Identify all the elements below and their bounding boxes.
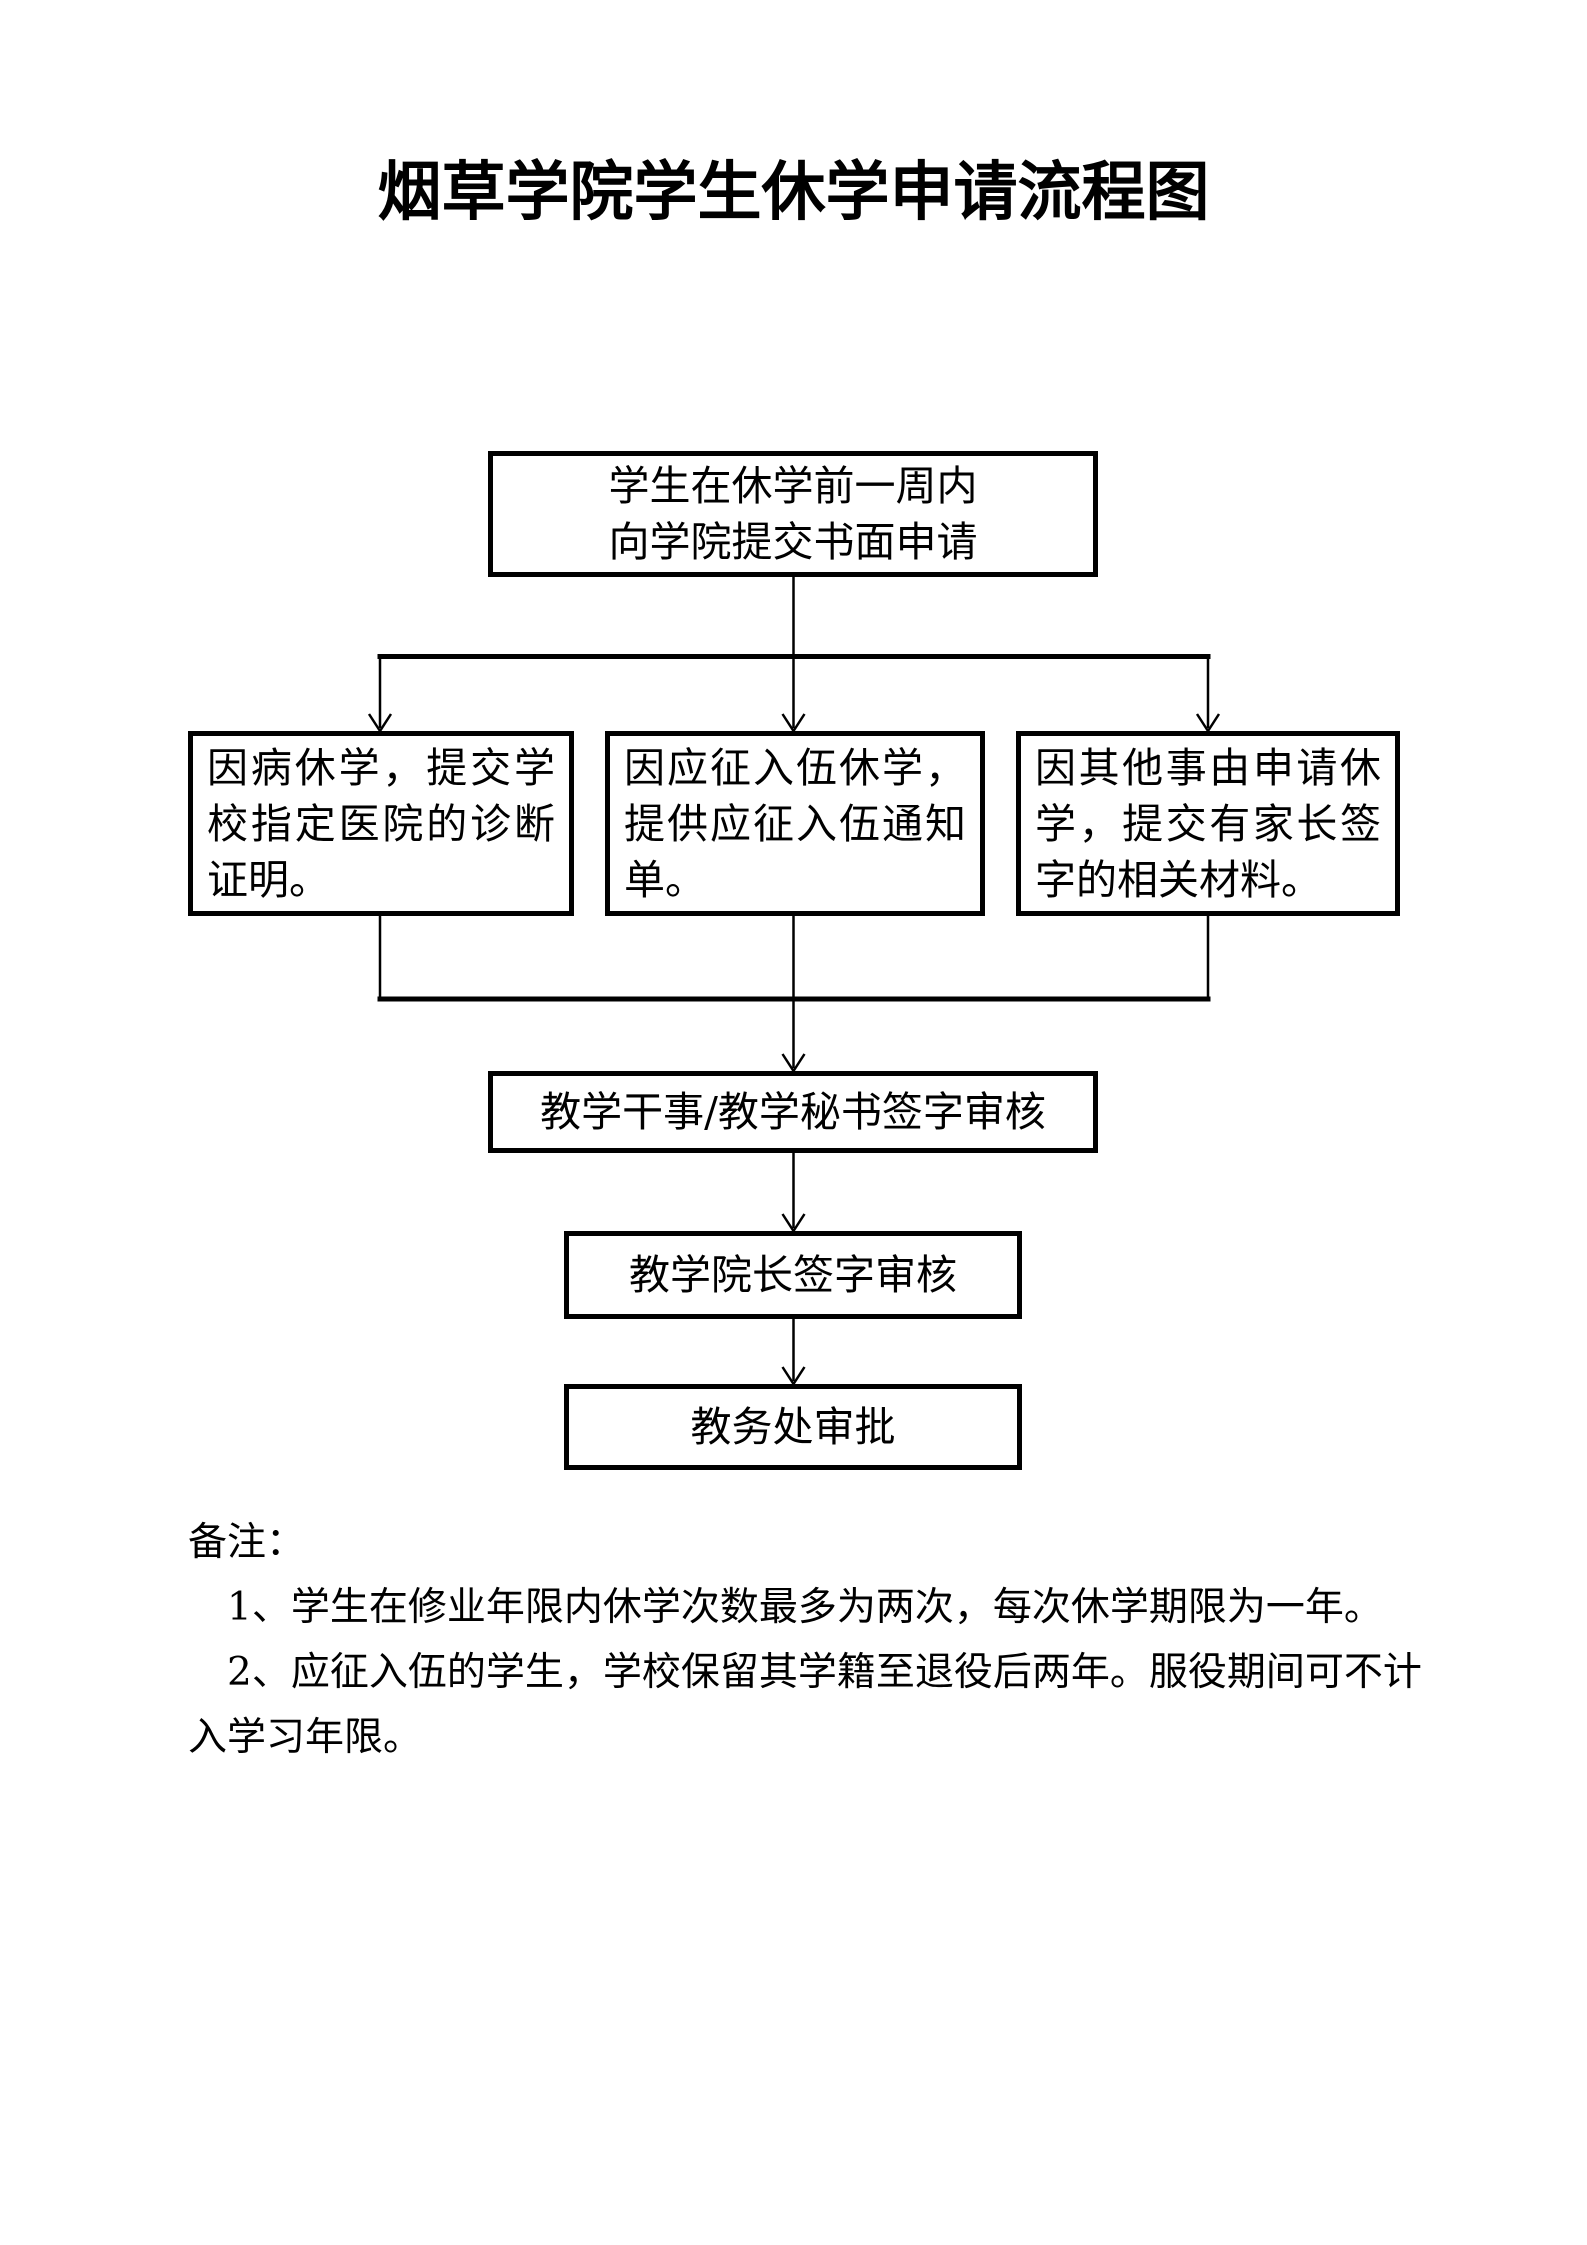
start-box-line2: 向学院提交书面申请 (608, 518, 978, 566)
step-box-dean-review-label: 教学院长签字审核 (629, 1251, 957, 1299)
step-box-academic-office-approval: 教务处审批 (564, 1384, 1022, 1470)
arrowhead-down-icon (781, 1053, 806, 1074)
notes-section: 备注： 1、学生在修业年限内休学次数最多为两次，每次休学期限为一年。 2、应征入… (188, 1510, 1438, 1770)
arrowhead-down-icon (781, 713, 806, 734)
branch-box-military: 因应征入伍休学，提供应征入伍通知单。 (605, 731, 985, 916)
arrowhead-down-icon (1195, 713, 1221, 734)
branch-box-illness-text: 因病休学，提交学校指定医院的诊断证明。 (207, 743, 555, 904)
step-box-academic-office-approval-label: 教务处审批 (690, 1403, 896, 1451)
start-box: 学生在休学前一周内 向学院提交书面申请 (488, 451, 1098, 577)
arrowhead-down-icon (781, 1366, 806, 1387)
arrowhead-down-icon (367, 713, 393, 734)
notes-heading: 备注： (188, 1520, 306, 1565)
note-line-3: 入学习年限。 (188, 1715, 423, 1760)
branch-box-illness: 因病休学，提交学校指定医院的诊断证明。 (188, 731, 574, 916)
step-box-secretary-review-label: 教学干事/教学秘书签字审核 (540, 1088, 1046, 1136)
start-box-line1: 学生在休学前一周内 (608, 462, 978, 510)
note-line-1: 1、学生在修业年限内休学次数最多为两次，每次休学期限为一年。 (227, 1585, 1383, 1630)
branch-box-other: 因其他事由申请休学，提交有家长签字的相关材料。 (1016, 731, 1400, 916)
page-title: 烟草学院学生休学申请流程图 (377, 156, 1210, 230)
arrowhead-down-icon (781, 1213, 806, 1234)
step-box-dean-review: 教学院长签字审核 (564, 1231, 1022, 1319)
branch-box-military-text: 因应征入伍休学，提供应征入伍通知单。 (624, 743, 966, 904)
branch-box-other-text: 因其他事由申请休学，提交有家长签字的相关材料。 (1035, 743, 1381, 904)
step-box-secretary-review: 教学干事/教学秘书签字审核 (488, 1071, 1098, 1153)
note-line-2: 2、应征入伍的学生，学校保留其学籍至退役后两年。服役期间可不计 (227, 1650, 1422, 1695)
